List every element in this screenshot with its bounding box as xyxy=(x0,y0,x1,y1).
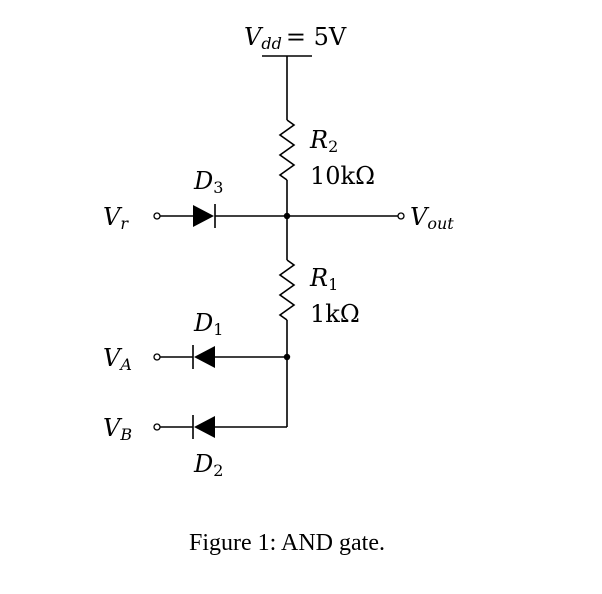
r1-value-label: 1kΩ xyxy=(310,300,360,328)
vr-label: Vr xyxy=(103,203,129,233)
vb-terminal[interactable] xyxy=(153,423,161,431)
figure-caption: Figure 1: AND gate. xyxy=(189,530,385,556)
vout-label: Vout xyxy=(410,203,454,233)
vb-label: VB xyxy=(103,414,132,444)
d2-label: D2 xyxy=(193,450,223,480)
r2-symbol-label: R2 xyxy=(309,126,338,156)
supply-label: Vdd= 5V xyxy=(244,23,347,53)
resistor-r1 xyxy=(278,259,296,321)
r1-symbol-label: R1 xyxy=(309,264,338,294)
va-terminal[interactable] xyxy=(153,353,161,361)
vout-terminal[interactable] xyxy=(397,212,405,220)
d1-label: D1 xyxy=(193,309,223,339)
d3-label: D3 xyxy=(193,167,223,197)
vr-terminal[interactable] xyxy=(153,212,161,220)
diode-d3-triangle xyxy=(193,205,214,227)
r2-value-label: 10kΩ xyxy=(310,162,375,190)
va-label: VA xyxy=(103,344,132,374)
diode-d2-triangle xyxy=(194,416,215,438)
diode-d1-triangle xyxy=(194,346,215,368)
resistor-r2 xyxy=(278,119,296,181)
